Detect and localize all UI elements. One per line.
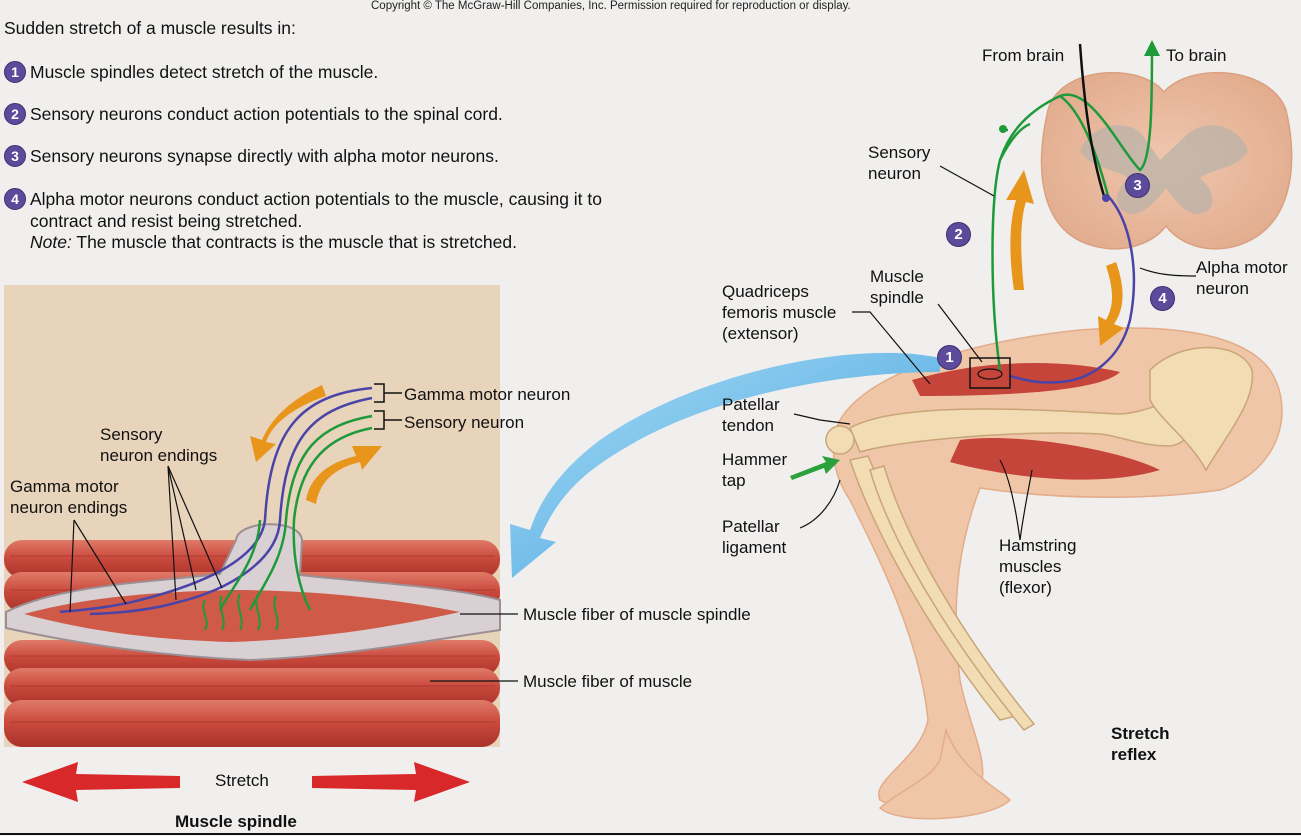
- blue-connector-arrow: [510, 352, 940, 578]
- to-brain-arrowhead: [1144, 40, 1160, 56]
- step-bubble-4: 4: [1150, 286, 1175, 311]
- label-sensory-neuron-reflex: Sensory neuron: [868, 143, 931, 183]
- step-3: 3 Sensory neurons synapse directly with …: [4, 145, 499, 167]
- label-gamma-motor-neuron: Gamma motor neuron: [404, 385, 571, 404]
- label-muscle-fiber-of-spindle: Muscle fiber of muscle spindle: [523, 605, 751, 624]
- label-from-brain: From brain: [982, 46, 1065, 65]
- title-muscle-spindle: Muscle spindle: [175, 812, 297, 831]
- title-stretch-reflex: Stretch reflex: [1111, 724, 1170, 764]
- step-number-badge: 3: [4, 145, 26, 167]
- spinal-cord: [1040, 72, 1293, 250]
- label-patellar-tendon: Patellar tendon: [722, 395, 780, 435]
- leg-body: [825, 327, 1283, 820]
- label-patellar-ligament: Patellar ligament: [722, 517, 787, 557]
- step-text: Sensory neurons synapse directly with al…: [30, 146, 499, 166]
- label-sensory-neuron-endings: Sensory neuron endings: [100, 425, 218, 465]
- note-prefix: Note:: [30, 232, 72, 252]
- step-4: 4 Alpha motor neurons conduct action pot…: [4, 188, 602, 232]
- arrow-to-muscle: [1098, 262, 1124, 346]
- spindle-arrow-in: [250, 385, 326, 462]
- spindle-arrow-out: [306, 446, 382, 504]
- spindle-box: [969, 357, 1011, 389]
- spindle-coils: [202, 593, 279, 631]
- label-alpha-motor-neuron: Alpha motor neuron: [1196, 258, 1288, 298]
- label-sensory-neuron: Sensory neuron: [404, 413, 525, 432]
- label-gamma-motor-neuron-endings: Gamma motor neuron endings: [10, 477, 128, 517]
- step-1: 1 Muscle spindles detect stretch of the …: [4, 61, 378, 83]
- stretch-arrow-right: [312, 762, 470, 802]
- step-bubble-1: 1: [937, 345, 962, 370]
- label-hamstring: Hamstring muscles (flexor): [999, 536, 1077, 597]
- label-to-brain: To brain: [1166, 46, 1227, 65]
- step-number-badge: 4: [4, 188, 26, 210]
- hammer-tap-arrow: [790, 456, 840, 480]
- reflex-leader-lines: [793, 165, 1197, 541]
- label-stretch: Stretch: [215, 771, 269, 790]
- step-bubble-3: 3: [1125, 173, 1150, 198]
- label-muscle-fiber-of-muscle: Muscle fiber of muscle: [523, 672, 693, 691]
- spindle-neurons: [59, 386, 373, 616]
- step-text: Alpha motor neurons conduct action poten…: [30, 189, 602, 231]
- page-heading: Sudden stretch of a muscle results in:: [4, 18, 296, 38]
- label-hammer-tap: Hammer tap: [722, 450, 788, 490]
- step-bubble-2: 2: [946, 222, 971, 247]
- step-number-badge: 2: [4, 103, 26, 125]
- copyright-notice: Copyright © The McGraw-Hill Companies, I…: [371, 0, 851, 12]
- spindle-leader-lines: [69, 465, 518, 682]
- stretch-arrow-left: [22, 762, 180, 802]
- synapse-dot: [1102, 194, 1110, 202]
- label-muscle-spindle: Muscle spindle: [870, 267, 924, 307]
- reflex-neurons: [991, 43, 1154, 384]
- step-text: Sensory neurons conduct action potential…: [30, 104, 503, 124]
- step-2: 2 Sensory neurons conduct action potenti…: [4, 103, 503, 125]
- sensory-cell-body: [999, 125, 1007, 133]
- label-brackets: [374, 383, 402, 430]
- note-text: The muscle that contracts is the muscle …: [71, 232, 517, 252]
- step-text: Muscle spindles detect stretch of the mu…: [30, 62, 379, 82]
- note: Note: The muscle that contracts is the m…: [30, 232, 517, 253]
- arrow-to-cord: [1006, 170, 1034, 290]
- step-number-badge: 1: [4, 61, 26, 83]
- label-quadriceps: Quadriceps femoris muscle (extensor): [722, 282, 837, 343]
